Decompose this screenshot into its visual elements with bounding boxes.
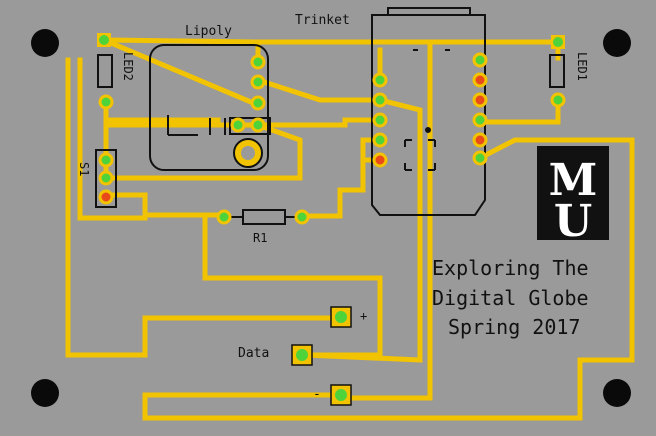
led2-label: LED2	[121, 52, 135, 81]
r1-resistor	[216, 209, 310, 225]
led1-component	[549, 35, 566, 108]
title-line-3: Spring 2017	[448, 315, 580, 339]
lipoly-label: Lipoly	[185, 24, 232, 39]
trinket-board	[371, 7, 486, 216]
title-line-1: Exploring The	[432, 256, 589, 280]
trinket-pads-left	[372, 72, 388, 168]
logo-u: U	[554, 196, 592, 247]
plus-label: +	[360, 309, 367, 323]
mounting-holes	[31, 29, 631, 407]
logo-m: M	[549, 155, 598, 206]
connector-pads	[291, 306, 352, 406]
lipoly-pads	[230, 54, 266, 133]
title-line-2: Digital Globe	[432, 286, 589, 310]
led1-label: LED1	[575, 52, 589, 81]
minus-label: -	[313, 387, 321, 402]
lipoly-battery	[149, 44, 271, 171]
trinket-pads-right	[472, 52, 488, 166]
led2-component	[97, 33, 114, 110]
traces	[65, 36, 635, 421]
mu-logo: M U	[537, 146, 609, 247]
trinket-label: Trinket	[295, 13, 350, 28]
r1-label: R1	[253, 231, 267, 245]
s1-switch	[95, 149, 117, 208]
s1-label: S1	[77, 162, 91, 176]
data-label: Data	[238, 346, 269, 361]
